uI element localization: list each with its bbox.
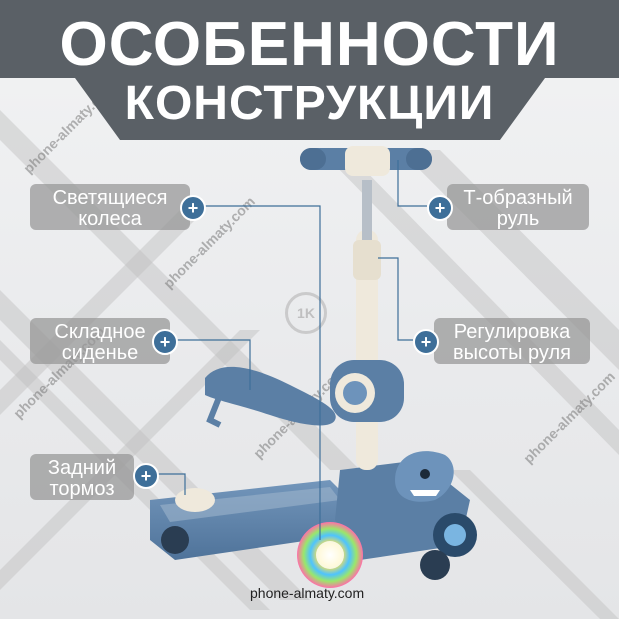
feature-label-line: Т-образный: [463, 187, 573, 209]
feature-label-t-handlebar: Т-образный руль: [447, 184, 589, 230]
feature-label-line: тормоз: [49, 478, 115, 500]
feature-label-line: Светящиеся: [52, 187, 168, 209]
feature-label-height-adjustment: Регулировка высоты руля: [434, 318, 590, 364]
feature-label-folding-seat: Складное сиденье: [30, 318, 170, 364]
plus-icon[interactable]: +: [427, 195, 453, 221]
site-url: phone-almaty.com: [250, 585, 365, 601]
feature-label-line: Регулировка: [453, 321, 571, 343]
feature-label-line: высоты руля: [453, 342, 571, 364]
feature-label-line: сиденье: [61, 342, 139, 364]
header-band-shape: [0, 0, 619, 140]
feature-label-glowing-wheels: Светящиеся колеса: [30, 184, 190, 230]
plus-icon[interactable]: +: [180, 195, 206, 221]
plus-icon[interactable]: +: [152, 329, 178, 355]
header-banner: ОСОБЕННОСТИ КОНСТРУКЦИИ: [0, 0, 619, 150]
feature-label-line: Задний: [47, 457, 117, 479]
plus-icon[interactable]: +: [413, 329, 439, 355]
title-line-1: ОСОБЕННОСТИ: [59, 10, 560, 79]
plus-icon[interactable]: +: [133, 463, 159, 489]
feature-label-rear-brake: Задний тормоз: [30, 454, 134, 500]
title-line-2: КОНСТРУКЦИИ: [124, 77, 495, 130]
feature-label-line: колеса: [78, 208, 142, 230]
feature-label-line: Складное: [54, 321, 146, 343]
feature-label-line: руль: [496, 208, 540, 230]
